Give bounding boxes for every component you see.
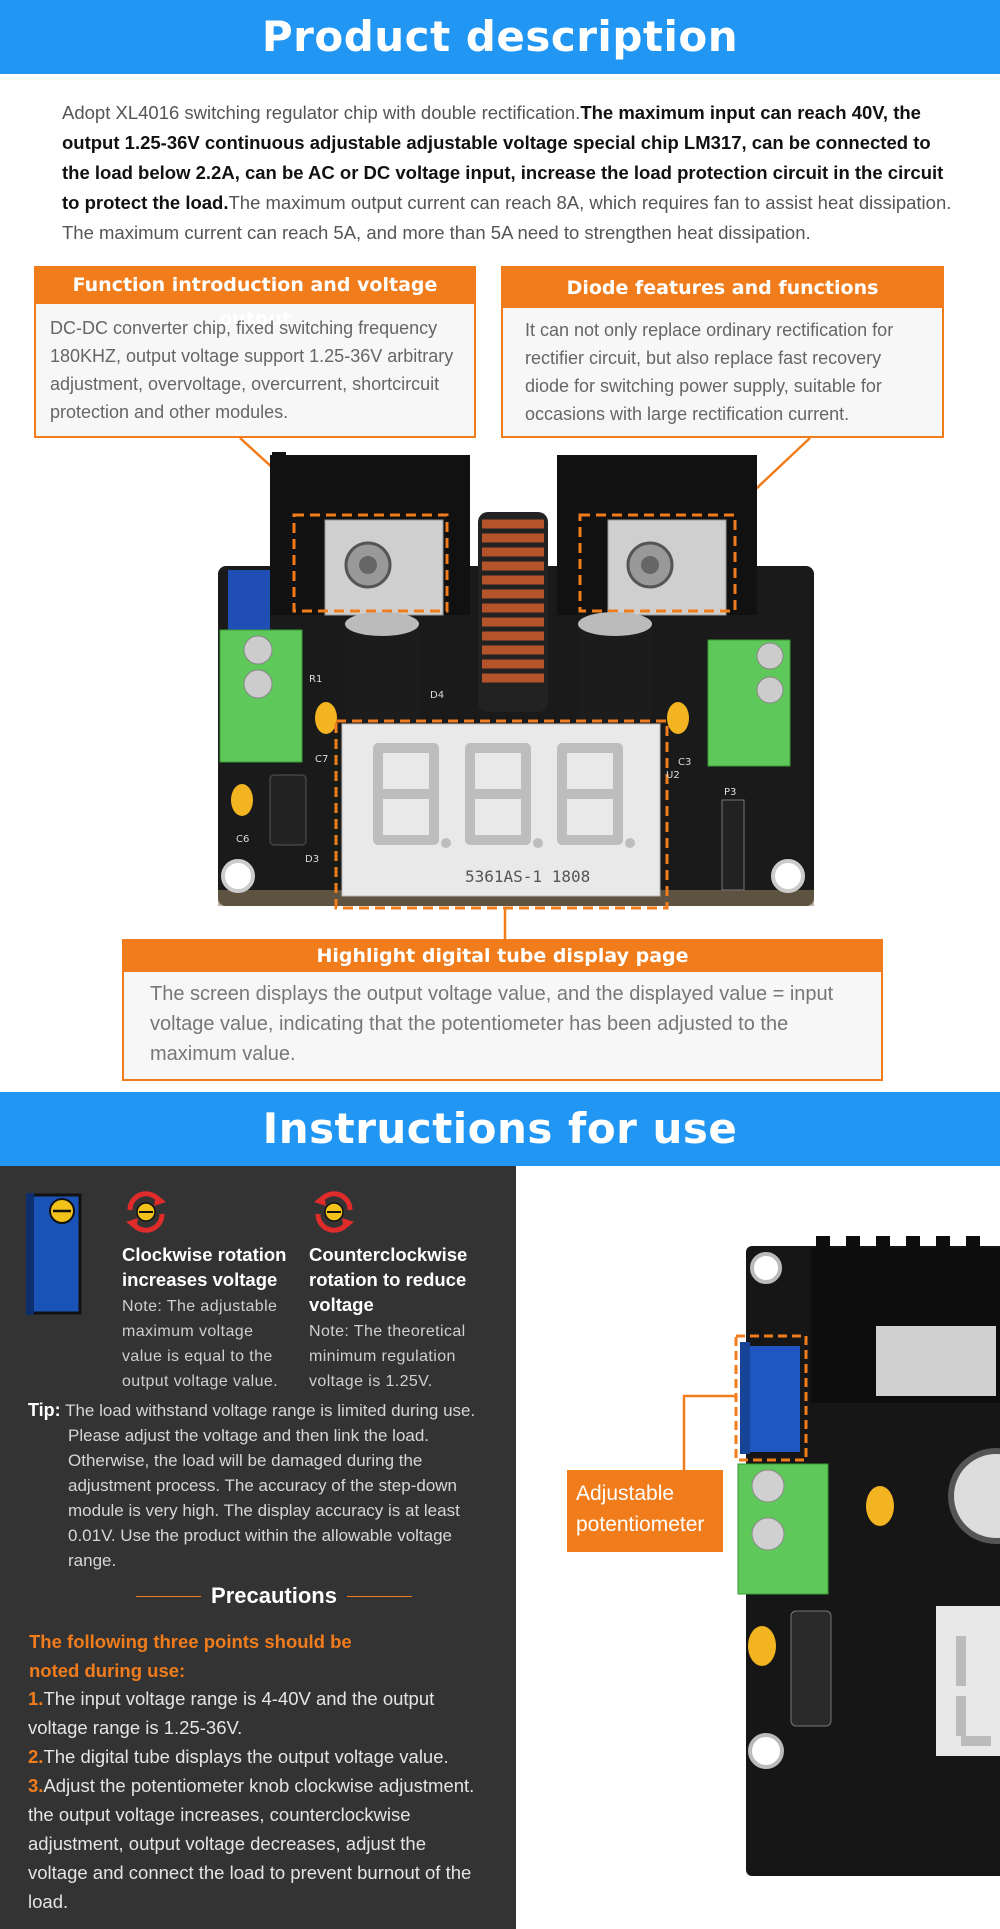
tip-text: The load withstand voltage range is limi…: [65, 1401, 476, 1570]
instructions-banner: Instructions for use: [0, 1092, 1000, 1166]
clockwise-note: Note: The adjustable maximum voltage val…: [122, 1298, 279, 1390]
tip-paragraph: Tip: The load withstand voltage range is…: [28, 1398, 478, 1573]
tip-label: Tip:: [28, 1400, 61, 1420]
precaution-item: 1.The input voltage range is 4-40V and t…: [28, 1688, 435, 1738]
left-capacitor: [345, 612, 419, 730]
svg-text:C3: C3: [678, 757, 691, 768]
digital-tube-title: Highlight digital tube display page: [124, 941, 881, 972]
potentiometer-icon: [26, 1193, 82, 1315]
svg-text:P3: P3: [724, 787, 736, 798]
output-terminal: [707, 639, 791, 767]
counterclockwise-note: Note: The theoretical minimum regulation…: [309, 1323, 466, 1390]
svg-text:R1: R1: [309, 674, 322, 685]
product-intro-paragraph: Adopt XL4016 switching regulator chip wi…: [62, 98, 952, 248]
svg-text:D3: D3: [305, 854, 319, 865]
precaution-item: 3.Adjust the potentiometer knob clockwis…: [28, 1775, 475, 1912]
adjustable-potentiometer-label: Adjustable potentiometer: [567, 1470, 723, 1552]
function-intro-title: Function introduction and voltage output: [36, 268, 474, 330]
svg-text:C7: C7: [315, 754, 328, 765]
precautions-intro: The following three points should be not…: [29, 1631, 352, 1681]
function-intro-box: Function introduction and voltage output…: [34, 266, 476, 438]
closeup-terminal: [737, 1463, 829, 1595]
inductor-coil: [478, 512, 548, 712]
diode-features-title: Diode features and functions: [503, 268, 942, 308]
function-intro-text: DC-DC converter chip, fixed switching fr…: [50, 318, 454, 422]
display-chip-label: 5361AS-1 1808: [465, 867, 590, 886]
input-terminal: [219, 629, 303, 763]
svg-text:D4: D4: [430, 690, 444, 701]
closeup-potentiometer: [740, 1342, 800, 1454]
instructions-panel: [0, 1166, 516, 1929]
intro-part3: The maximum output current can reach 8A,…: [62, 192, 952, 243]
digital-tube-display: 5361AS-1 1808: [341, 723, 661, 897]
counterclockwise-rotation-icon: [314, 1191, 354, 1233]
product-description-banner: Product description: [0, 0, 1000, 74]
diode-features-text: It can not only replace ordinary rectifi…: [525, 320, 894, 424]
intro-part1: Adopt XL4016 switching regulator chip wi…: [62, 102, 581, 123]
digital-tube-text: The screen displays the output voltage v…: [150, 983, 834, 1065]
precautions-title: Precautions: [211, 1583, 337, 1608]
svg-text:U2: U2: [666, 770, 680, 781]
svg-text:C6: C6: [236, 834, 249, 845]
digital-tube-box: Highlight digital tube display page The …: [122, 939, 883, 1081]
counterclockwise-title: Counterclockwise rotation to reduce volt…: [309, 1244, 468, 1315]
diode-features-box: Diode features and functions It can not …: [501, 266, 944, 438]
potentiometer-small: [228, 570, 270, 630]
precautions-heading: Precautions: [136, 1580, 412, 1612]
clockwise-rotation-icon: [126, 1191, 166, 1233]
right-capacitor: [578, 612, 652, 730]
board-closeup-illustration: [734, 1236, 1000, 1876]
clockwise-title: Clockwise rotation increases voltage: [122, 1244, 287, 1290]
potentiometer-closeup-panel: [516, 1166, 1000, 1929]
board-illustration: 5361AS-1 1808 R1 C7 C6 D3 D4 C3 P3 U2: [218, 437, 814, 939]
precaution-item: 2.The digital tube displays the output v…: [28, 1746, 449, 1767]
adjustable-label-connector: [682, 1394, 736, 1478]
intro-part2-bold: The maximum input can reach 40V, the out…: [62, 102, 944, 213]
